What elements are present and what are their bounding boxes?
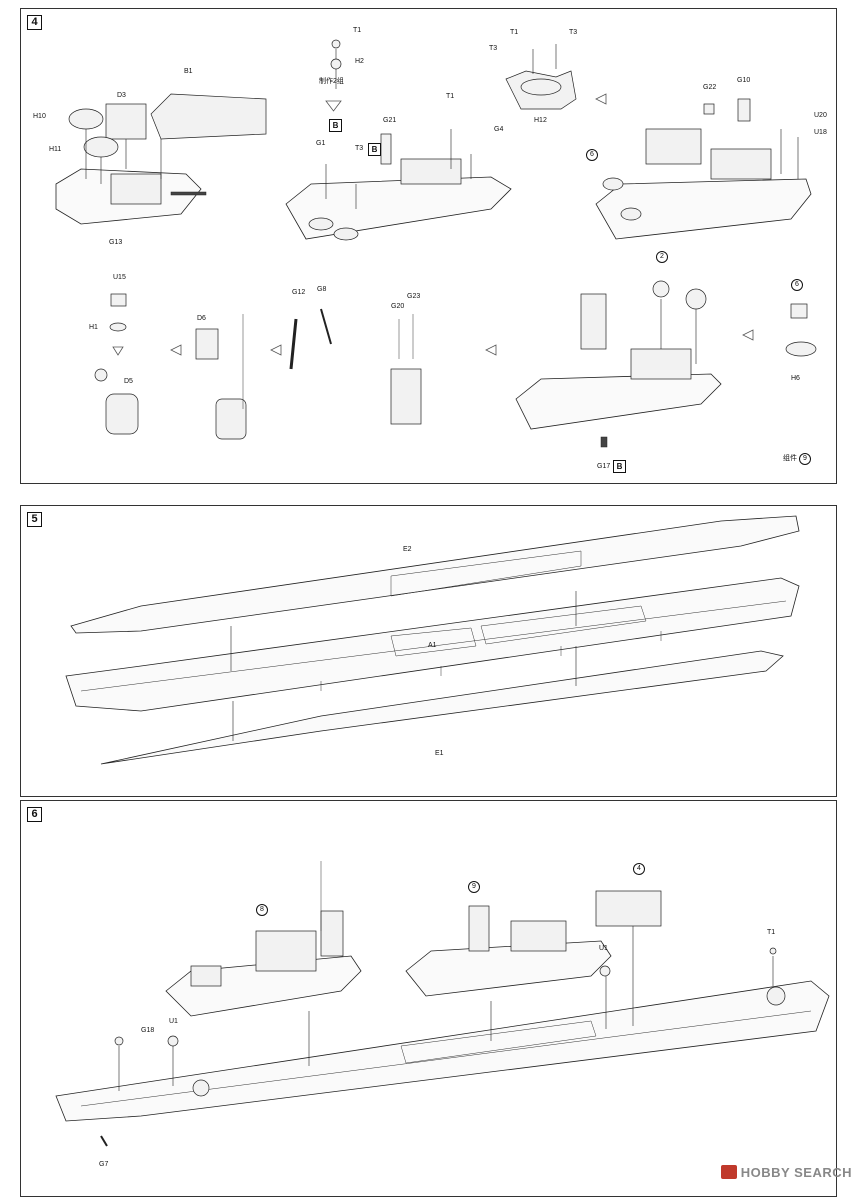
step-4-number: 4 <box>27 15 42 30</box>
sub-ref-label: 组件 9 <box>783 453 811 465</box>
main-hull <box>55 980 830 1122</box>
label-d5: D5 <box>124 378 133 385</box>
label-b1: B1 <box>184 68 193 75</box>
label-h10: H10 <box>33 113 46 120</box>
label-u1-b: U1 <box>169 1018 178 1025</box>
bridge-subassembly <box>55 93 267 225</box>
step-5-panel: 5 E2 A1 E1 <box>20 505 837 797</box>
label-h6: H6 <box>791 375 800 382</box>
assembly-9 <box>405 940 612 997</box>
step-4-panel: 4 <box>20 8 837 484</box>
callout-b-1: B <box>329 119 342 132</box>
label-t3-a: T3 <box>489 45 498 52</box>
label-e2: E2 <box>403 546 412 553</box>
watermark: HOBBY SEARCH <box>720 1165 852 1180</box>
callout-8: 8 <box>256 904 268 916</box>
label-u18: U18 <box>814 129 827 136</box>
label-g18: G18 <box>141 1027 155 1034</box>
lower-row-assemblies <box>94 280 817 448</box>
step-6-illustration <box>55 861 830 1147</box>
brand-text: HOBBY SEARCH <box>740 1165 852 1180</box>
label-d3: D3 <box>117 92 126 99</box>
label-g20: G20 <box>391 303 405 310</box>
label-g10: G10 <box>737 77 751 84</box>
callout-6-a: 6 <box>586 149 598 161</box>
midship-subassembly <box>285 39 512 241</box>
callout-b-3: B <box>613 460 626 473</box>
label-t3-b: T3 <box>569 29 578 36</box>
label-u1-a: U1 <box>599 945 608 952</box>
label-u20: U20 <box>814 112 827 119</box>
label-u15: U15 <box>113 274 126 281</box>
label-g8: G8 <box>317 286 327 293</box>
label-g13: G13 <box>109 239 123 246</box>
label-t1-b: T1 <box>446 93 455 100</box>
label-h12: H12 <box>534 117 547 124</box>
label-make-2: 制作2组 <box>319 78 344 85</box>
label-t1-c: T1 <box>510 29 519 36</box>
label-g21: G21 <box>383 117 397 124</box>
label-g23: G23 <box>407 293 421 300</box>
label-e1: E1 <box>435 750 444 757</box>
superstructure-subassembly <box>505 44 812 240</box>
label-g17: G17 <box>597 463 611 470</box>
label-t1: T1 <box>353 27 362 34</box>
step-5-illustration <box>65 515 800 765</box>
step-5-number: 5 <box>27 512 42 527</box>
label-a1: A1 <box>428 642 437 649</box>
keel-e1 <box>100 650 784 765</box>
label-t1: T1 <box>767 929 776 936</box>
step-6-panel: 6 8 9 4 U1 T1 G18 U1 G7 <box>20 800 837 1197</box>
callout-b-2: B <box>368 143 381 156</box>
label-d6: D6 <box>197 315 206 322</box>
deck-e2 <box>70 515 800 634</box>
label-g12: G12 <box>292 289 306 296</box>
sub-ref-text: 组件 <box>783 455 797 462</box>
label-g7: G7 <box>99 1161 109 1168</box>
step-4-illustration <box>55 39 817 448</box>
callout-2: 2 <box>656 251 668 263</box>
label-g1: G1 <box>316 140 326 147</box>
label-g22: G22 <box>703 84 717 91</box>
callout-9: 9 <box>468 881 480 893</box>
label-g4: G4 <box>494 126 504 133</box>
label-t3: T3 <box>355 145 364 152</box>
hull-a1 <box>65 577 800 712</box>
label-h11: H11 <box>49 146 62 153</box>
brand-logo-icon <box>720 1165 737 1179</box>
label-h1: H1 <box>89 324 98 331</box>
sub-ref-num: 9 <box>798 453 811 465</box>
callout-4: 4 <box>633 863 645 875</box>
callout-6-b: 6 <box>791 279 803 291</box>
assembly-4 <box>595 890 662 927</box>
step-6-number: 6 <box>27 807 42 822</box>
label-h2: H2 <box>355 58 364 65</box>
